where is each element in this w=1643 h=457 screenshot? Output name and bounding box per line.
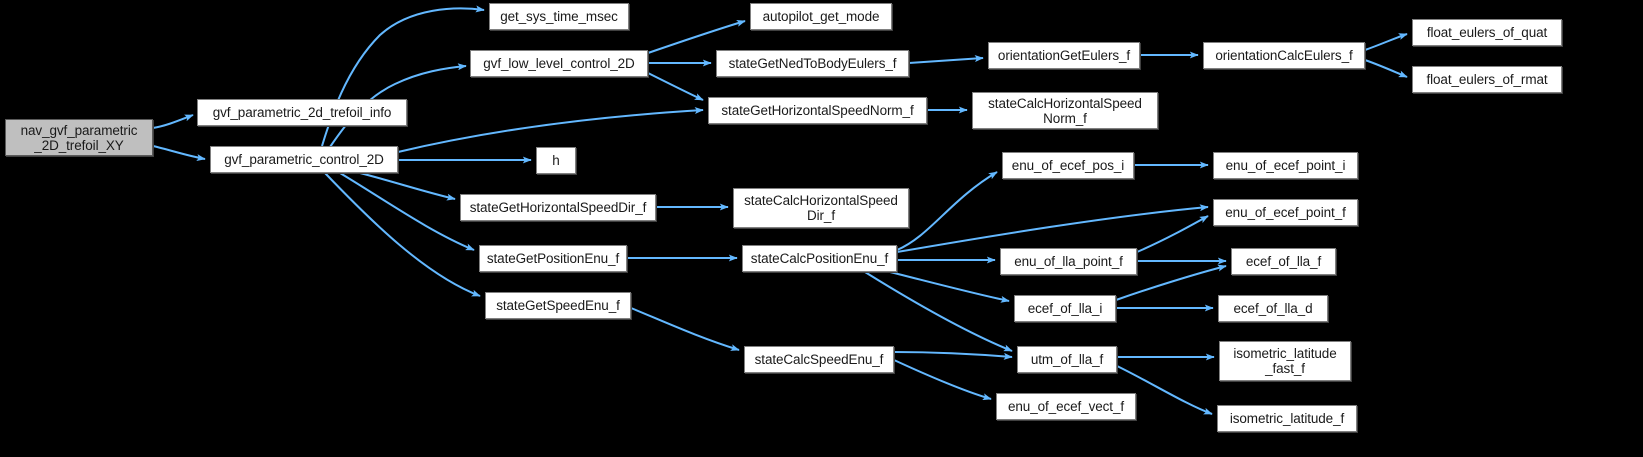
edge-orient-calc-to-rmat [1364, 59, 1408, 78]
graph-node-enu_of_lla_point_f[interactable]: enu_of_lla_point_f [1000, 248, 1137, 275]
graph-node-stateCalcHorizontalSpeedNorm_f[interactable]: stateCalcHorizontalSpeed Norm_f [972, 92, 1158, 129]
edge-control-to-get-speed-enu [324, 172, 481, 297]
edge-control-to-get-hspeed-norm [397, 106, 704, 153]
graph-node-gvf_parametric_control_2D[interactable]: gvf_parametric_control_2D [210, 146, 398, 173]
edge-root-to-trefoil-info [152, 114, 194, 129]
graph-node-stateCalcHorizontalSpeedDir_f[interactable]: stateCalcHorizontalSpeed Dir_f [733, 188, 909, 228]
graph-node-ecef_of_lla_d[interactable]: ecef_of_lla_d [1218, 295, 1328, 322]
graph-node-float_eulers_of_rmat[interactable]: float_eulers_of_rmat [1412, 66, 1562, 93]
graph-node-gvf_parametric_2d_trefoil_info[interactable]: gvf_parametric_2d_trefoil_info [197, 99, 407, 126]
edge-control-to-get-hspeed-dir [359, 172, 456, 201]
graph-node-nav_gvf_parametric_2D_trefoil_XY[interactable]: nav_gvf_parametric _2D_trefoil_XY [5, 119, 153, 156]
edge-root-to-control-2d [152, 145, 206, 162]
edge-calcpos-to-enu-ecef-point-f [896, 204, 1209, 253]
graph-node-isometric_latitude_fast_f[interactable]: isometric_latitude _fast_f [1219, 341, 1351, 381]
graph-node-orientationCalcEulers_f[interactable]: orientationCalcEulers_f [1203, 42, 1365, 69]
graph-node-enu_of_ecef_point_f[interactable]: enu_of_ecef_point_f [1213, 199, 1358, 226]
graph-node-enu_of_ecef_point_i[interactable]: enu_of_ecef_point_i [1213, 152, 1358, 179]
edge-calcspeed-to-utm-lla-f [893, 351, 1013, 360]
edge-enu-lla-point-to-ecef-point-f [1136, 215, 1209, 253]
graph-node-stateGetPositionEnu_f[interactable]: stateGetPositionEnu_f [479, 245, 627, 272]
graph-node-utm_of_lla_f[interactable]: utm_of_lla_f [1017, 346, 1117, 373]
edge-orient-calc-to-quat [1364, 33, 1408, 51]
graph-node-autopilot_get_mode[interactable]: autopilot_get_mode [750, 3, 892, 30]
graph-node-h[interactable]: h [536, 147, 576, 174]
graph-node-ecef_of_lla_i[interactable]: ecef_of_lla_i [1014, 295, 1116, 322]
edge-get-speed-to-calc [630, 307, 740, 351]
edge-calcpos-to-enu-ecef-pos-i [896, 171, 998, 251]
graph-node-stateGetSpeedEnu_f[interactable]: stateGetSpeedEnu_f [485, 292, 631, 319]
graph-node-isometric_latitude_f[interactable]: isometric_latitude_f [1217, 405, 1357, 432]
graph-node-enu_of_ecef_pos_i[interactable]: enu_of_ecef_pos_i [1002, 152, 1134, 179]
graph-node-ecef_of_lla_f[interactable]: ecef_of_lla_f [1231, 248, 1336, 275]
graph-node-gvf_low_level_control_2D[interactable]: gvf_low_level_control_2D [470, 50, 648, 77]
graph-node-stateGetHorizontalSpeedNorm_f[interactable]: stateGetHorizontalSpeedNorm_f [708, 97, 927, 124]
edge-ned-eulers-to-orient-get [908, 55, 984, 64]
edge-lowlevel-to-autopilot-mode [647, 20, 746, 54]
graph-node-enu_of_ecef_vect_f[interactable]: enu_of_ecef_vect_f [996, 393, 1136, 420]
graph-node-stateCalcSpeedEnu_f[interactable]: stateCalcSpeedEnu_f [744, 346, 894, 373]
graph-node-get_sys_time_msec[interactable]: get_sys_time_msec [489, 3, 629, 30]
edge-lowlevel-to-hspeed-norm-2 [647, 72, 704, 101]
graph-node-orientationGetEulers_f[interactable]: orientationGetEulers_f [988, 42, 1140, 69]
graph-node-stateGetNedToBodyEulers_f[interactable]: stateGetNedToBodyEulers_f [716, 50, 909, 77]
edge-calcpos-to-utm-lla-f [864, 271, 1013, 352]
graph-node-float_eulers_of_quat[interactable]: float_eulers_of_quat [1412, 19, 1562, 46]
graph-node-stateGetHorizontalSpeedDir_f[interactable]: stateGetHorizontalSpeedDir_f [460, 194, 656, 221]
graph-node-stateCalcPositionEnu_f[interactable]: stateCalcPositionEnu_f [742, 245, 897, 272]
edge-calcspeed-to-enu-ecef-vect-f [893, 359, 992, 401]
edge-calcpos-to-ecef-lla-i [889, 271, 1010, 303]
edge-control-to-get-position-enu [339, 172, 475, 251]
